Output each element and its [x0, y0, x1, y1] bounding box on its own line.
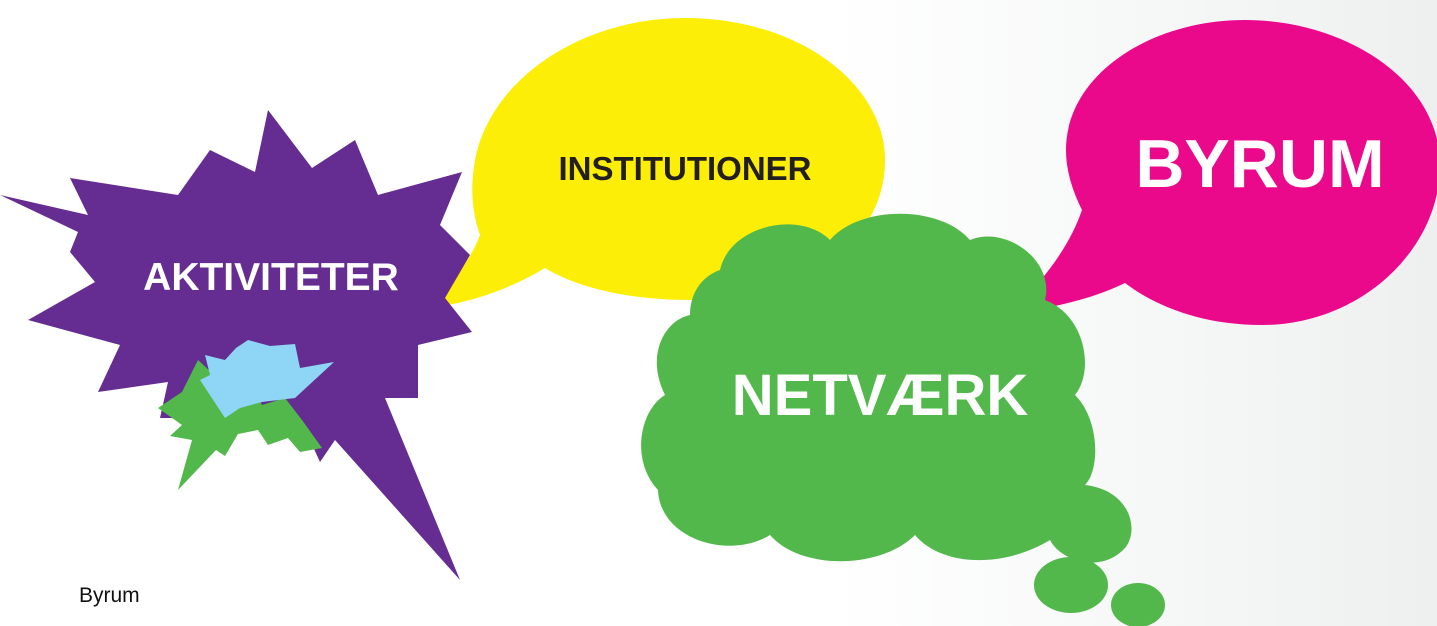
aktiviteter-starburst-shape [0, 110, 472, 580]
byrum-bubble-shape [1010, 20, 1437, 325]
netvaerk-cloud-shape [641, 213, 1132, 563]
byrum-bubble: BYRUM [1010, 20, 1437, 325]
institutioner-label: INSTITUTIONER [559, 150, 812, 187]
caption-text: Byrum [79, 584, 140, 607]
netvaerk-cloud-puff-large [1034, 557, 1108, 613]
blue-burst-shape [200, 340, 334, 418]
netvaerk-bubble: NETVÆRK [641, 213, 1165, 626]
byrum-label: BYRUM [1135, 126, 1384, 202]
green-burst-shape [158, 360, 322, 490]
netvaerk-label: NETVÆRK [732, 363, 1029, 428]
netvaerk-cloud-puff-small [1111, 583, 1165, 626]
aktiviteter-label: AKTIVITETER [143, 256, 399, 299]
aktiviteter-bubble: AKTIVITETER [0, 110, 472, 580]
